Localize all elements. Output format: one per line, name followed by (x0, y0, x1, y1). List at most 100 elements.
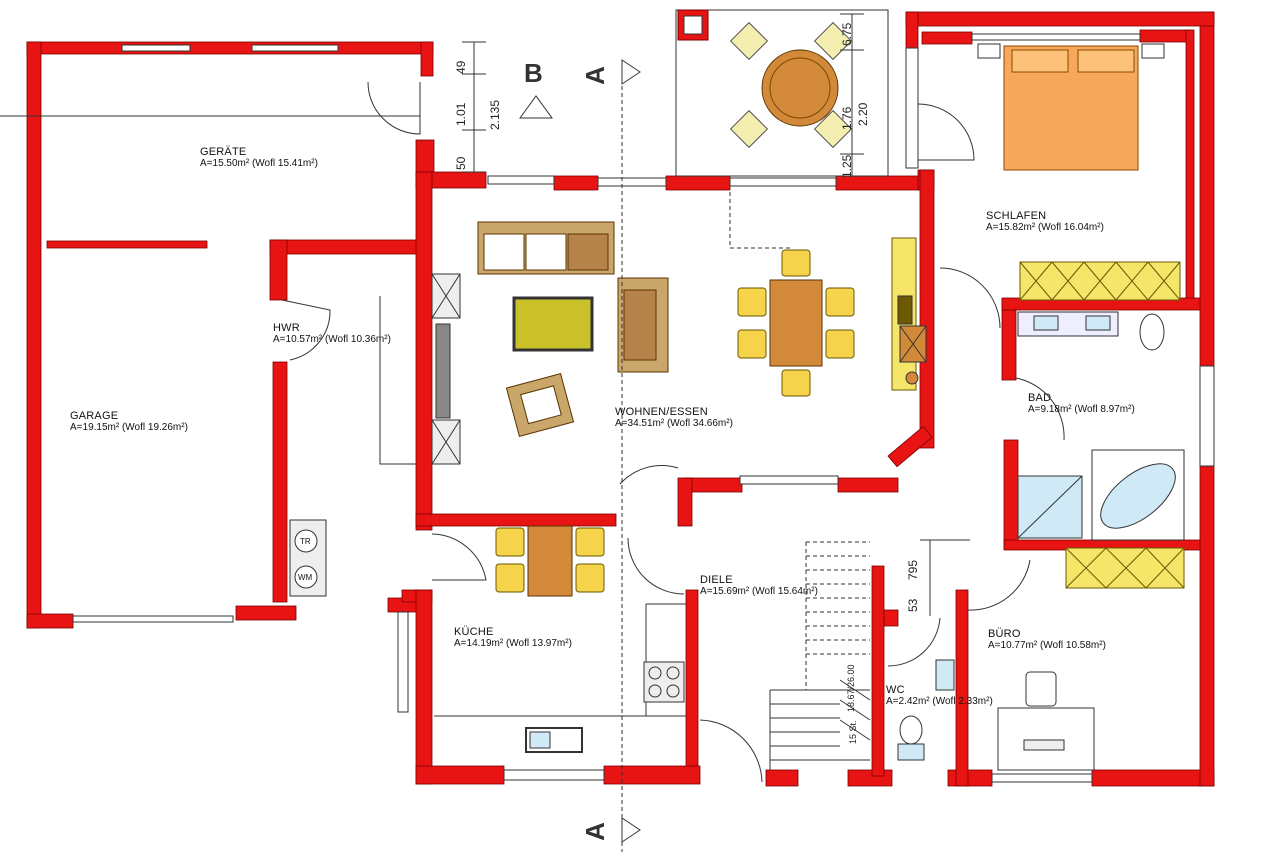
chair (781, 369, 811, 397)
room-name: BÜRO (988, 628, 1021, 640)
wc-fixtures (897, 659, 955, 761)
nightstand (977, 43, 1001, 59)
dim-line (840, 13, 864, 176)
door-swing (367, 81, 421, 135)
shelf-doors (1065, 547, 1185, 589)
wall-wohnen-top-3 (665, 175, 731, 191)
wall-schlafen-inner-top-r (1139, 29, 1191, 43)
dimension-text: 15 St. (848, 720, 858, 744)
chair (495, 563, 525, 593)
washer-label: WM (298, 573, 313, 582)
armchair-seat (520, 385, 562, 425)
wall-schlafen-inner-right (1185, 29, 1195, 301)
shower-line (1017, 475, 1083, 539)
stair-steps-lower (769, 689, 870, 770)
chair (575, 527, 605, 557)
door-swing (627, 537, 685, 595)
office (997, 547, 1185, 771)
wall-wohnen-left (415, 171, 433, 531)
wall-bottom-6 (1091, 769, 1215, 787)
terrace-outline (675, 9, 889, 177)
dimension-text: 50 (454, 156, 468, 170)
wall-kitchen-left-2 (415, 589, 433, 785)
room-area: A=15.82m² (Wofl 16.04m²) (986, 222, 1104, 233)
wall-wohnen-top-4 (835, 175, 933, 191)
wall-left (26, 41, 42, 629)
room-name: GARAGE (70, 410, 119, 422)
keyboard (1023, 739, 1065, 751)
room-area: A=34.51m² (Wofl 34.66m²) (615, 418, 733, 429)
room-label-hwr: HWR A=10.57m² (Wofl 10.36m²) (273, 322, 391, 346)
dimension-text: 1.25 (840, 154, 854, 178)
basin (1085, 315, 1111, 331)
sofa-cushion (525, 233, 567, 271)
room-area: A=14.19m² (Wofl 13.97m²) (454, 638, 572, 649)
wall-wc-left (871, 565, 885, 777)
window (503, 769, 605, 781)
wall-diele-left-stub (677, 477, 693, 527)
stairs (769, 541, 871, 770)
window (487, 175, 555, 185)
wc-sink (935, 659, 955, 691)
chair (495, 527, 525, 557)
column-inner (683, 15, 703, 35)
wardrobe-doors (1019, 261, 1181, 301)
wall-diagonal (887, 425, 933, 468)
room-label-schlafen: SCHLAFEN A=15.82m² (Wofl 16.04m²) (986, 210, 1104, 234)
window (991, 773, 1093, 783)
dimension-text: 2.20 (856, 102, 870, 126)
desk (997, 707, 1095, 771)
wc-toilet (899, 715, 923, 745)
hwr-counter (379, 296, 416, 465)
section-mark-a-bottom: A (579, 822, 610, 841)
washer-icon (294, 565, 318, 589)
dimension-lines (462, 13, 970, 616)
dimension-text: 1.76 (840, 106, 854, 130)
dim-line (920, 539, 970, 616)
window (971, 33, 1141, 41)
room-label-geraete: GERÄTE A=15.50m² (Wofl 15.41m²) (200, 146, 318, 170)
door-swing (1015, 377, 1065, 441)
wall-bad-left-2 (1003, 439, 1019, 549)
room-name: WC (886, 684, 905, 696)
room-name: DIELE (700, 574, 733, 586)
wall-kueche-right (685, 589, 699, 767)
room-name: GERÄTE (200, 146, 247, 158)
dimension-text: 795 (906, 559, 920, 580)
room-name: WOHNEN/ESSEN (615, 406, 708, 418)
door-swing (917, 103, 975, 161)
room-area: A=10.77m² (Wofl 10.58m²) (988, 640, 1106, 651)
burner (666, 666, 680, 680)
bedroom (977, 43, 1181, 301)
section-arrow (621, 817, 641, 843)
chair (737, 329, 767, 359)
wall-hwr-bottom (235, 605, 297, 621)
burner (648, 684, 662, 698)
pillow (1077, 49, 1135, 73)
wall-wc-top (883, 609, 899, 627)
speaker-cross (431, 419, 461, 465)
window (597, 177, 667, 187)
window (397, 611, 409, 713)
door-swing (729, 192, 790, 249)
window (251, 44, 339, 52)
wall-schlafen-top (905, 11, 1215, 27)
room-label-kueche: KÜCHE A=14.19m² (Wofl 13.97m²) (454, 626, 572, 650)
dining-table (769, 279, 823, 367)
coffee-table (512, 296, 594, 352)
dryer-label: TR (300, 537, 311, 546)
living-furniture (431, 221, 669, 465)
sofa-cushion (483, 233, 525, 271)
wall-geraete-lower-right (415, 139, 435, 177)
terrace (675, 9, 889, 177)
room-area: A=2.42m² (Wofl 2.33m²) (886, 696, 993, 707)
room-label-garage: GARAGE A=19.15m² (Wofl 19.26m²) (70, 410, 188, 434)
chair (825, 287, 855, 317)
bathroom (1017, 311, 1185, 541)
window (729, 177, 837, 187)
wall-buero-left (955, 589, 969, 787)
dryer-icon (294, 529, 318, 553)
room-label-wohnen: WOHNEN/ESSEN A=34.51m² (Wofl 34.66m²) (615, 406, 733, 430)
cabinet-cross (899, 325, 927, 363)
dining (737, 237, 927, 397)
